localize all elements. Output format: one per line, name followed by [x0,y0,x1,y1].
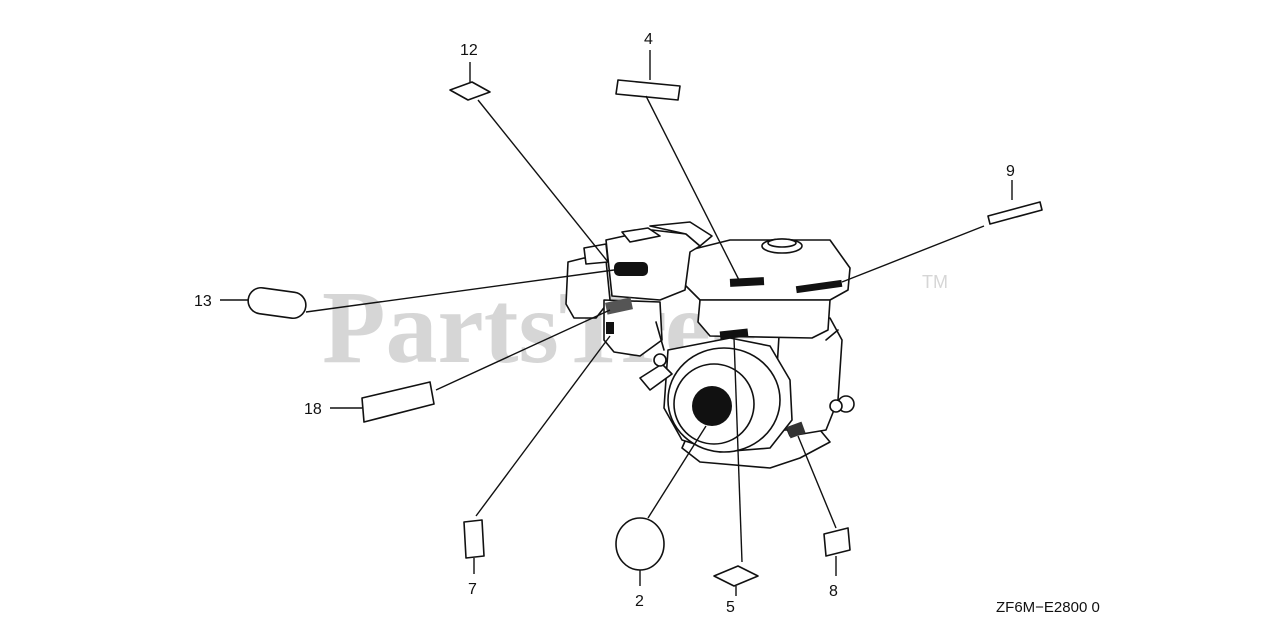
callout-8-group[interactable]: 8 [797,435,851,600]
callout-7: 7 [468,581,477,598]
callout-9: 9 [1006,163,1015,180]
callout-5: 5 [726,599,735,616]
callout-7-group[interactable]: 7 [463,335,611,598]
engine-drawing [565,221,855,469]
callout-4-group[interactable]: 4 [615,31,741,283]
callout-9-group[interactable]: 9 [841,163,1043,283]
callout-12-group[interactable]: 12 [449,42,609,263]
callout-18-group[interactable]: 18 [304,309,611,423]
callout-5-group[interactable]: 5 [713,337,759,616]
callout-2: 2 [635,593,644,610]
callout-8: 8 [829,583,838,600]
reference-code: ZF6M−E2800 0 [996,599,1100,616]
callout-18: 18 [304,401,322,418]
watermark-tm: TM [922,272,948,292]
callout-13: 13 [194,293,212,310]
callout-13-group[interactable]: 13 [194,269,615,320]
callout-4: 4 [644,31,653,48]
callout-2-group[interactable]: 2 [615,425,707,610]
callout-12: 12 [460,42,478,59]
